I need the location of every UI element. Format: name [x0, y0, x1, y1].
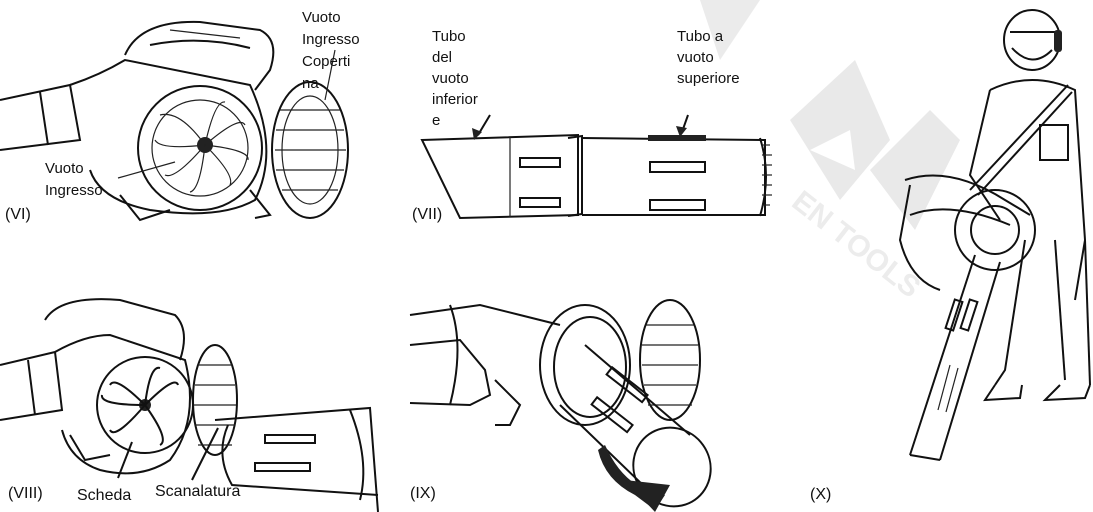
label-inlet-cover: Vuoto Ingresso Coperti na — [302, 9, 360, 92]
blower-inlet-illustration — [0, 20, 349, 222]
vacuum-tubes-illustration — [420, 114, 772, 220]
panel-number-ix: (IX) — [410, 485, 436, 502]
panel-ix: (IX) — [409, 285, 730, 512]
panel-viii: (VIII) Scheda Scanalatura — [0, 280, 380, 512]
label-slot: Scanalatura — [155, 483, 241, 500]
panel-number-x: (X) — [810, 486, 832, 503]
panel-vi: Vuoto Ingresso Coperti na Vuoto Ingresso… — [0, 0, 370, 240]
panel-number-vi: (VI) — [5, 206, 31, 223]
panel-x: (X) — [800, 0, 1093, 512]
label-tab: Scheda — [77, 487, 132, 504]
operator-using-vacuum-illustration — [898, 9, 1091, 461]
panel-vii: Tubo del vuoto inferior e Tubo a vuoto s… — [410, 0, 780, 240]
panel-number-vii: (VII) — [412, 206, 443, 223]
label-upper-tube: Tubo a vuoto superiore — [677, 28, 740, 87]
panel-number-viii: (VIII) — [8, 485, 43, 502]
label-lower-tube: Tubo del vuoto inferior e — [432, 28, 478, 129]
twist-lock-illustration — [409, 299, 712, 512]
label-inlet: Vuoto Ingresso — [45, 160, 103, 199]
tab-slot-illustration — [0, 298, 379, 512]
